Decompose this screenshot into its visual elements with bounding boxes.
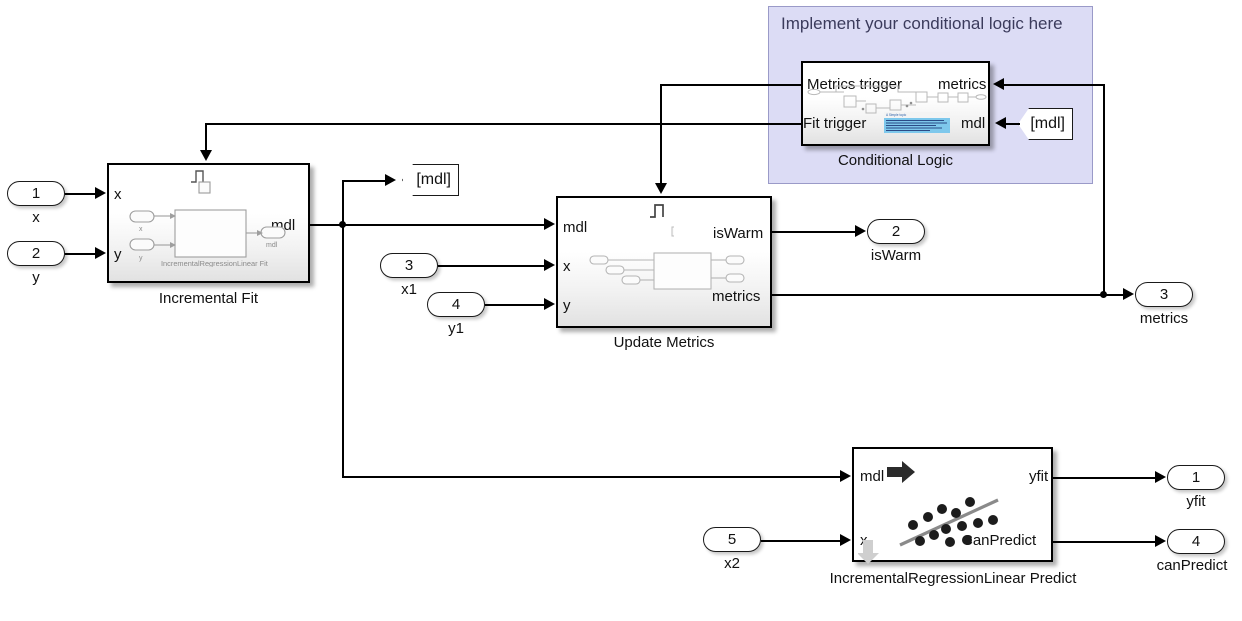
arrow-canpredict [1155,535,1166,547]
arrow-y-to-fit [95,247,106,259]
wire-metrics-trigger-v [660,84,662,184]
wire-mdl-to-predict-v [342,224,344,478]
cl-port-mdl: mdl [961,115,986,132]
arrow-metrics-out [1123,288,1134,300]
wire-iswarm [772,231,856,233]
wire-x-to-fit [65,193,96,195]
wire-x2-to-predict [761,540,841,542]
outport-1-label: yfit [1186,493,1206,510]
outport-1-yfit[interactable]: 1 [1167,465,1225,490]
arrow-metrics-trigger [655,183,667,194]
update-metrics-trigger-glyph [650,204,674,237]
inport-1-label: x [32,209,40,226]
cl-port-fit-trigger: Fit trigger [803,115,867,132]
wire-fit-trigger-v [205,123,207,151]
caption-incremental-fit: Incremental Fit [158,290,259,307]
pred-port-mdl: mdl [860,468,885,485]
wire-mdl-to-goto-h [342,180,386,182]
arrow-mdl-to-updatemetrics [544,218,555,230]
inport-2-y[interactable]: 2 [7,241,65,266]
outport-4-label: canPredict [1156,557,1228,574]
outport-4-canpredict[interactable]: 4 [1167,529,1225,554]
wire-metrics-branch-v [1103,84,1105,295]
pred-port-x: x [860,532,868,549]
inport-4-label: y1 [448,320,464,337]
wire-y-to-fit [65,253,96,255]
arrow-x-to-fit [95,187,106,199]
wire-y1-to-um [485,304,545,306]
pred-port-yfit: yfit [1029,468,1049,485]
goto-tag-mdl[interactable]: [mdl] [402,164,459,196]
inport-5-x2[interactable]: 5 [703,527,761,552]
inport-3-x1[interactable]: 3 [380,253,438,278]
caption-predict: IncrementalRegressionLinear Predict [829,570,1077,587]
outport-3-label: metrics [1139,310,1189,327]
wire-metrics-trigger-h [660,84,802,86]
fit-trigger-glyph [191,170,211,194]
arrow-mdl-to-goto [385,174,396,186]
arrow-y1-to-um [544,298,555,310]
caption-update-metrics: Update Metrics [613,334,715,351]
inport-2-label: y [32,269,40,286]
fit-port-mdl: mdl [271,217,296,234]
arrow-frommdl-into-cl [995,117,1006,129]
caption-conditional-logic: Conditional Logic [837,152,954,169]
um-port-metrics: metrics [712,288,761,305]
um-port-iswarm: isWarm [713,225,764,242]
um-port-mdl: mdl [563,219,588,236]
inport-3-label: x1 [401,281,417,298]
outport-2-label: isWarm [870,247,922,264]
pred-port-canpredict: CanPredict [962,532,1037,549]
um-port-y: y [563,297,571,314]
from-tag-mdl[interactable]: [mdl] [1018,108,1073,140]
arrow-fit-trigger [200,150,212,161]
arrow-x2-to-predict [840,534,851,546]
outport-2-iswarm[interactable]: 2 [867,219,925,244]
wire-canpredict [1053,541,1156,543]
wire-mdl-to-goto-v [342,180,344,225]
cl-port-metrics-trigger: Metrics trigger [807,76,903,93]
wire-fit-mdl-main [310,224,545,226]
wire-x1-to-um [438,265,545,267]
wire-mdl-to-predict-h [342,476,841,478]
arrow-x1-to-um [544,259,555,271]
arrow-yfit [1155,471,1166,483]
inport-1-x[interactable]: 1 [7,181,65,206]
arrow-metrics-into-cl [993,78,1004,90]
inport-4-y1[interactable]: 4 [427,292,485,317]
cl-port-metrics: metrics [938,76,987,93]
wire-yfit [1053,477,1156,479]
arrow-mdl-to-predict [840,470,851,482]
conditional-logic-note: Implement your conditional logic here [781,14,1063,33]
wire-metrics-branch-h [1004,84,1104,86]
arrow-iswarm [855,225,866,237]
block-conditional-logic[interactable] [801,61,990,146]
wire-metrics-main [772,294,1124,296]
wire-frommdl-to-cl [1006,123,1020,125]
inport-5-label: x2 [724,555,740,572]
fit-port-x: x [114,186,122,203]
um-port-x: x [563,258,571,275]
fit-port-y: y [114,246,122,263]
outport-3-metrics[interactable]: 3 [1135,282,1193,307]
wire-fit-trigger-h [205,123,802,125]
